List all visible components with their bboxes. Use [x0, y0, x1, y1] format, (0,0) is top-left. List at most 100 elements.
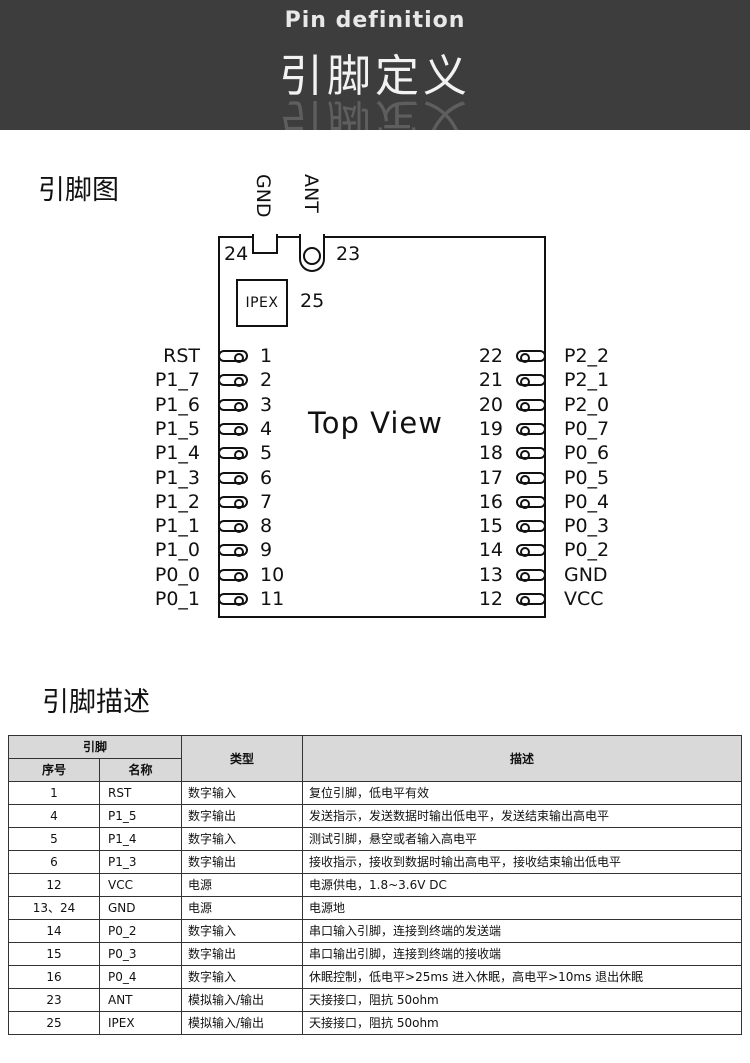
right-pin-pad — [516, 350, 546, 363]
left-pin-label: P1_6 — [154, 394, 200, 416]
cell-description: 电源地 — [302, 896, 743, 920]
left-pin-number: 1 — [260, 345, 273, 367]
cell-name: P1_4 — [98, 827, 183, 851]
cell-description: 串口输出引脚，连接到终端的接收端 — [302, 942, 743, 966]
left-pin-number: 3 — [260, 394, 273, 416]
cell-name: IPEX — [98, 1011, 183, 1035]
left-pin-label: RST — [163, 345, 200, 367]
cell-type: 数字输出 — [181, 850, 304, 874]
left-pin-number: 8 — [260, 515, 273, 537]
pin-diagram-title: 引脚图 — [38, 175, 119, 206]
right-pin-number: 18 — [478, 442, 503, 464]
top-pin-label-ant: ANT — [300, 174, 322, 213]
left-pin-pad — [218, 569, 248, 582]
right-pin-number: 17 — [478, 467, 503, 489]
right-pin-pad — [516, 423, 546, 436]
top-pin-label-gnd: GND — [252, 174, 274, 218]
left-pin-label: P1_3 — [154, 467, 200, 489]
cell-name: P0_2 — [98, 919, 183, 943]
header-title-reflection: 引脚定义 — [279, 94, 471, 130]
left-pin-pad — [218, 496, 248, 509]
left-pin-pad — [218, 423, 248, 436]
cell-description: 复位引脚，低电平有效 — [302, 781, 743, 805]
left-pin-label: P1_7 — [154, 369, 200, 391]
header-name: 名称 — [98, 758, 183, 782]
right-pin-label: P0_2 — [564, 539, 610, 561]
right-pin-label: P2_2 — [564, 345, 610, 367]
right-pin-label: P2_1 — [564, 369, 610, 391]
right-pin-label: P2_0 — [564, 394, 610, 416]
right-pin-label: P0_5 — [564, 467, 610, 489]
left-pin-pad — [218, 447, 248, 460]
header-description: 描述 — [302, 735, 743, 782]
top-pin-number-23: 23 — [336, 243, 361, 265]
left-pin-label: P1_4 — [154, 442, 200, 464]
left-pin-label: P1_1 — [154, 515, 200, 537]
right-pin-pad — [516, 472, 546, 485]
cell-name: P0_4 — [98, 965, 183, 989]
right-pin-number: 16 — [478, 491, 503, 513]
left-pin-number: 6 — [260, 467, 273, 489]
cell-description: 天接接口，阻抗 50ohm — [302, 1011, 743, 1035]
gnd-pad — [252, 234, 278, 254]
left-pin-pad — [218, 544, 248, 557]
header-title-en: Pin definition — [284, 8, 466, 33]
right-pin-pad — [516, 593, 546, 606]
cell-name: P1_3 — [98, 850, 183, 874]
cell-description: 休眠控制，低电平>25ms 进入休眠，高电平>10ms 退出休眠 — [302, 965, 743, 989]
right-pin-label: P0_4 — [564, 491, 610, 513]
cell-number: 13、24 — [8, 896, 100, 920]
left-pin-number: 9 — [260, 539, 273, 561]
right-pin-number: 15 — [478, 515, 503, 537]
left-pin-label: P0_1 — [154, 588, 200, 610]
cell-number: 6 — [8, 850, 100, 874]
right-pin-label: P0_6 — [564, 442, 610, 464]
cell-type: 电源 — [181, 873, 304, 897]
left-pin-pad — [218, 520, 248, 533]
ipex-number: 25 — [300, 290, 325, 312]
right-pin-pad — [516, 544, 546, 557]
cell-number: 16 — [8, 965, 100, 989]
left-pin-number: 4 — [260, 418, 273, 440]
ipex-connector: IPEX — [236, 279, 288, 327]
cell-number: 15 — [8, 942, 100, 966]
right-pin-pad — [516, 520, 546, 533]
cell-type: 数字输入 — [181, 827, 304, 851]
right-pin-number: 21 — [478, 369, 503, 391]
left-pin-number: 5 — [260, 442, 273, 464]
right-pin-number: 12 — [478, 588, 503, 610]
right-pin-label: P0_3 — [564, 515, 610, 537]
cell-description: 天接接口，阻抗 50ohm — [302, 988, 743, 1012]
right-pin-label: P0_7 — [564, 418, 610, 440]
left-pin-pad — [218, 350, 248, 363]
cell-number: 25 — [8, 1011, 100, 1035]
cell-number: 23 — [8, 988, 100, 1012]
right-pin-number: 22 — [478, 345, 503, 367]
right-pin-label: VCC — [564, 588, 604, 610]
header-title-cn: 引脚定义 — [279, 51, 471, 102]
cell-description: 电源供电，1.8~3.6V DC — [302, 873, 743, 897]
left-pin-pad — [218, 593, 248, 606]
cell-number: 1 — [8, 781, 100, 805]
ant-pad — [299, 234, 325, 272]
right-pin-pad — [516, 569, 546, 582]
cell-description: 串口输入引脚，连接到终端的发送端 — [302, 919, 743, 943]
cell-description: 接收指示，接收到数据时输出高电平，接收结束输出低电平 — [302, 850, 743, 874]
cell-name: RST — [98, 781, 183, 805]
right-pin-number: 14 — [478, 539, 503, 561]
cell-type: 数字输出 — [181, 804, 304, 828]
cell-name: ANT — [98, 988, 183, 1012]
cell-description: 测试引脚，悬空或者输入高电平 — [302, 827, 743, 851]
cell-type: 数字输出 — [181, 942, 304, 966]
right-pin-number: 13 — [478, 564, 503, 586]
cell-type: 数字输入 — [181, 781, 304, 805]
right-pin-pad — [516, 496, 546, 509]
